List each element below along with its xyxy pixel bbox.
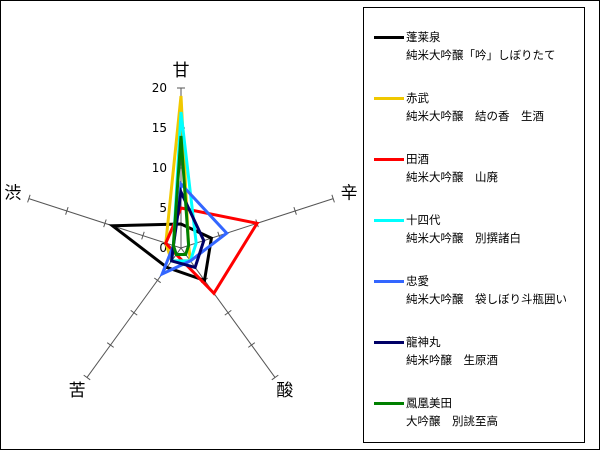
radar-axis-tick bbox=[130, 309, 138, 316]
radar-axis-tick bbox=[154, 277, 161, 284]
legend-swatch bbox=[374, 36, 404, 39]
legend-swatch bbox=[374, 341, 404, 344]
legend-swatch bbox=[374, 280, 404, 283]
radar-axis-tick bbox=[27, 194, 31, 203]
radar-axis-tick bbox=[103, 219, 107, 228]
legend-series-subtitle: 純米吟醸 生原酒 bbox=[406, 353, 498, 367]
axis-label: 甘 bbox=[173, 61, 190, 81]
axis-label: 酸 bbox=[276, 381, 293, 401]
tick-label: 15 bbox=[152, 121, 167, 135]
radar-axis-tick bbox=[331, 194, 335, 203]
tick-label: 0 bbox=[159, 241, 167, 255]
radar-axis-tick bbox=[65, 206, 69, 215]
tick-label: 5 bbox=[159, 201, 167, 215]
radar-axis-tick bbox=[248, 342, 256, 348]
legend-swatch bbox=[374, 158, 404, 161]
radar-axis-tick bbox=[293, 206, 297, 215]
tick-label: 20 bbox=[152, 81, 167, 95]
legend-series-name: 忠愛 bbox=[406, 274, 429, 288]
legend-series-subtitle: 純米大吟醸 袋しぼり斗瓶囲い bbox=[406, 292, 567, 306]
axis-label: 辛 bbox=[341, 183, 358, 203]
legend-swatch bbox=[374, 219, 404, 222]
legend-series-name: 龍神丸 bbox=[406, 335, 441, 349]
series-polygon bbox=[171, 135, 191, 256]
radar-axis-tick bbox=[83, 374, 91, 381]
series-polygon bbox=[108, 222, 214, 283]
series-polygon bbox=[164, 206, 260, 296]
radar-axis-tick bbox=[141, 231, 145, 240]
legend-series-subtitle: 大吟醸 別誂至高 bbox=[406, 414, 498, 428]
tick-label: 10 bbox=[152, 161, 167, 175]
legend-series-name: 蓬莱泉 bbox=[406, 30, 441, 44]
legend-series-name: 田酒 bbox=[406, 152, 429, 166]
legend-series-subtitle: 純米大吟醸 山廃 bbox=[406, 170, 498, 184]
radar-axis-tick bbox=[106, 342, 114, 348]
legend-series-subtitle: 純米大吟醸 結の香 生酒 bbox=[406, 109, 544, 123]
legend-swatch bbox=[374, 402, 404, 405]
legend-series-subtitle: 純米大吟醸 別撰諸白 bbox=[406, 231, 521, 245]
legend-series-subtitle: 純米大吟醸「吟」しぼりたて bbox=[406, 48, 556, 62]
axis-label: 渋 bbox=[4, 183, 21, 203]
legend-series-name: 十四代 bbox=[406, 213, 441, 227]
radar-axis-tick bbox=[271, 374, 279, 381]
legend-swatch bbox=[374, 97, 404, 100]
radar-axis-tick bbox=[224, 309, 232, 316]
legend-series-name: 鳳凰美田 bbox=[406, 396, 452, 410]
legend-series-name: 赤武 bbox=[406, 91, 429, 105]
axis-label: 苦 bbox=[69, 381, 86, 401]
legend: 蓬莱泉純米大吟醸「吟」しぼりたて赤武純米大吟醸 結の香 生酒田酒純米大吟醸 山廃… bbox=[363, 7, 585, 443]
